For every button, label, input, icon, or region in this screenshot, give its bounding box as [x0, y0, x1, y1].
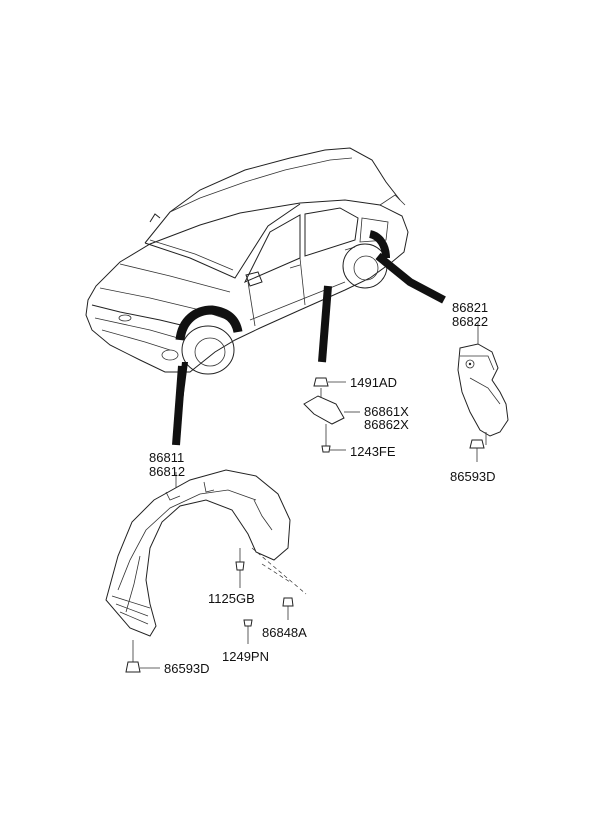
car-illustration — [85, 147, 409, 375]
sill-bracket-group — [303, 377, 360, 453]
label-86593d-front: 86593D — [164, 661, 210, 676]
label-86862x: 86862X — [364, 417, 409, 432]
leader-arrows — [172, 252, 446, 446]
label-86848a: 86848A — [262, 625, 307, 640]
label-86811: 86811 — [149, 450, 184, 465]
label-86812: 86812 — [149, 464, 185, 479]
rear-wheel-guard — [457, 322, 509, 462]
label-86593d-rear: 86593D — [450, 469, 496, 484]
label-1243fe: 1243FE — [350, 444, 396, 459]
label-1249pn: 1249PN — [222, 649, 269, 664]
label-86822: 86822 — [452, 314, 488, 329]
label-1491ad: 1491AD — [350, 375, 397, 390]
label-86821: 86821 — [452, 300, 488, 315]
label-86861x: 86861X — [364, 404, 409, 419]
front-wheel-guard — [105, 469, 307, 673]
label-1125gb: 1125GB — [208, 591, 255, 606]
part-labels: 86811 86812 86821 86822 1491AD 86861X 86… — [149, 300, 496, 676]
